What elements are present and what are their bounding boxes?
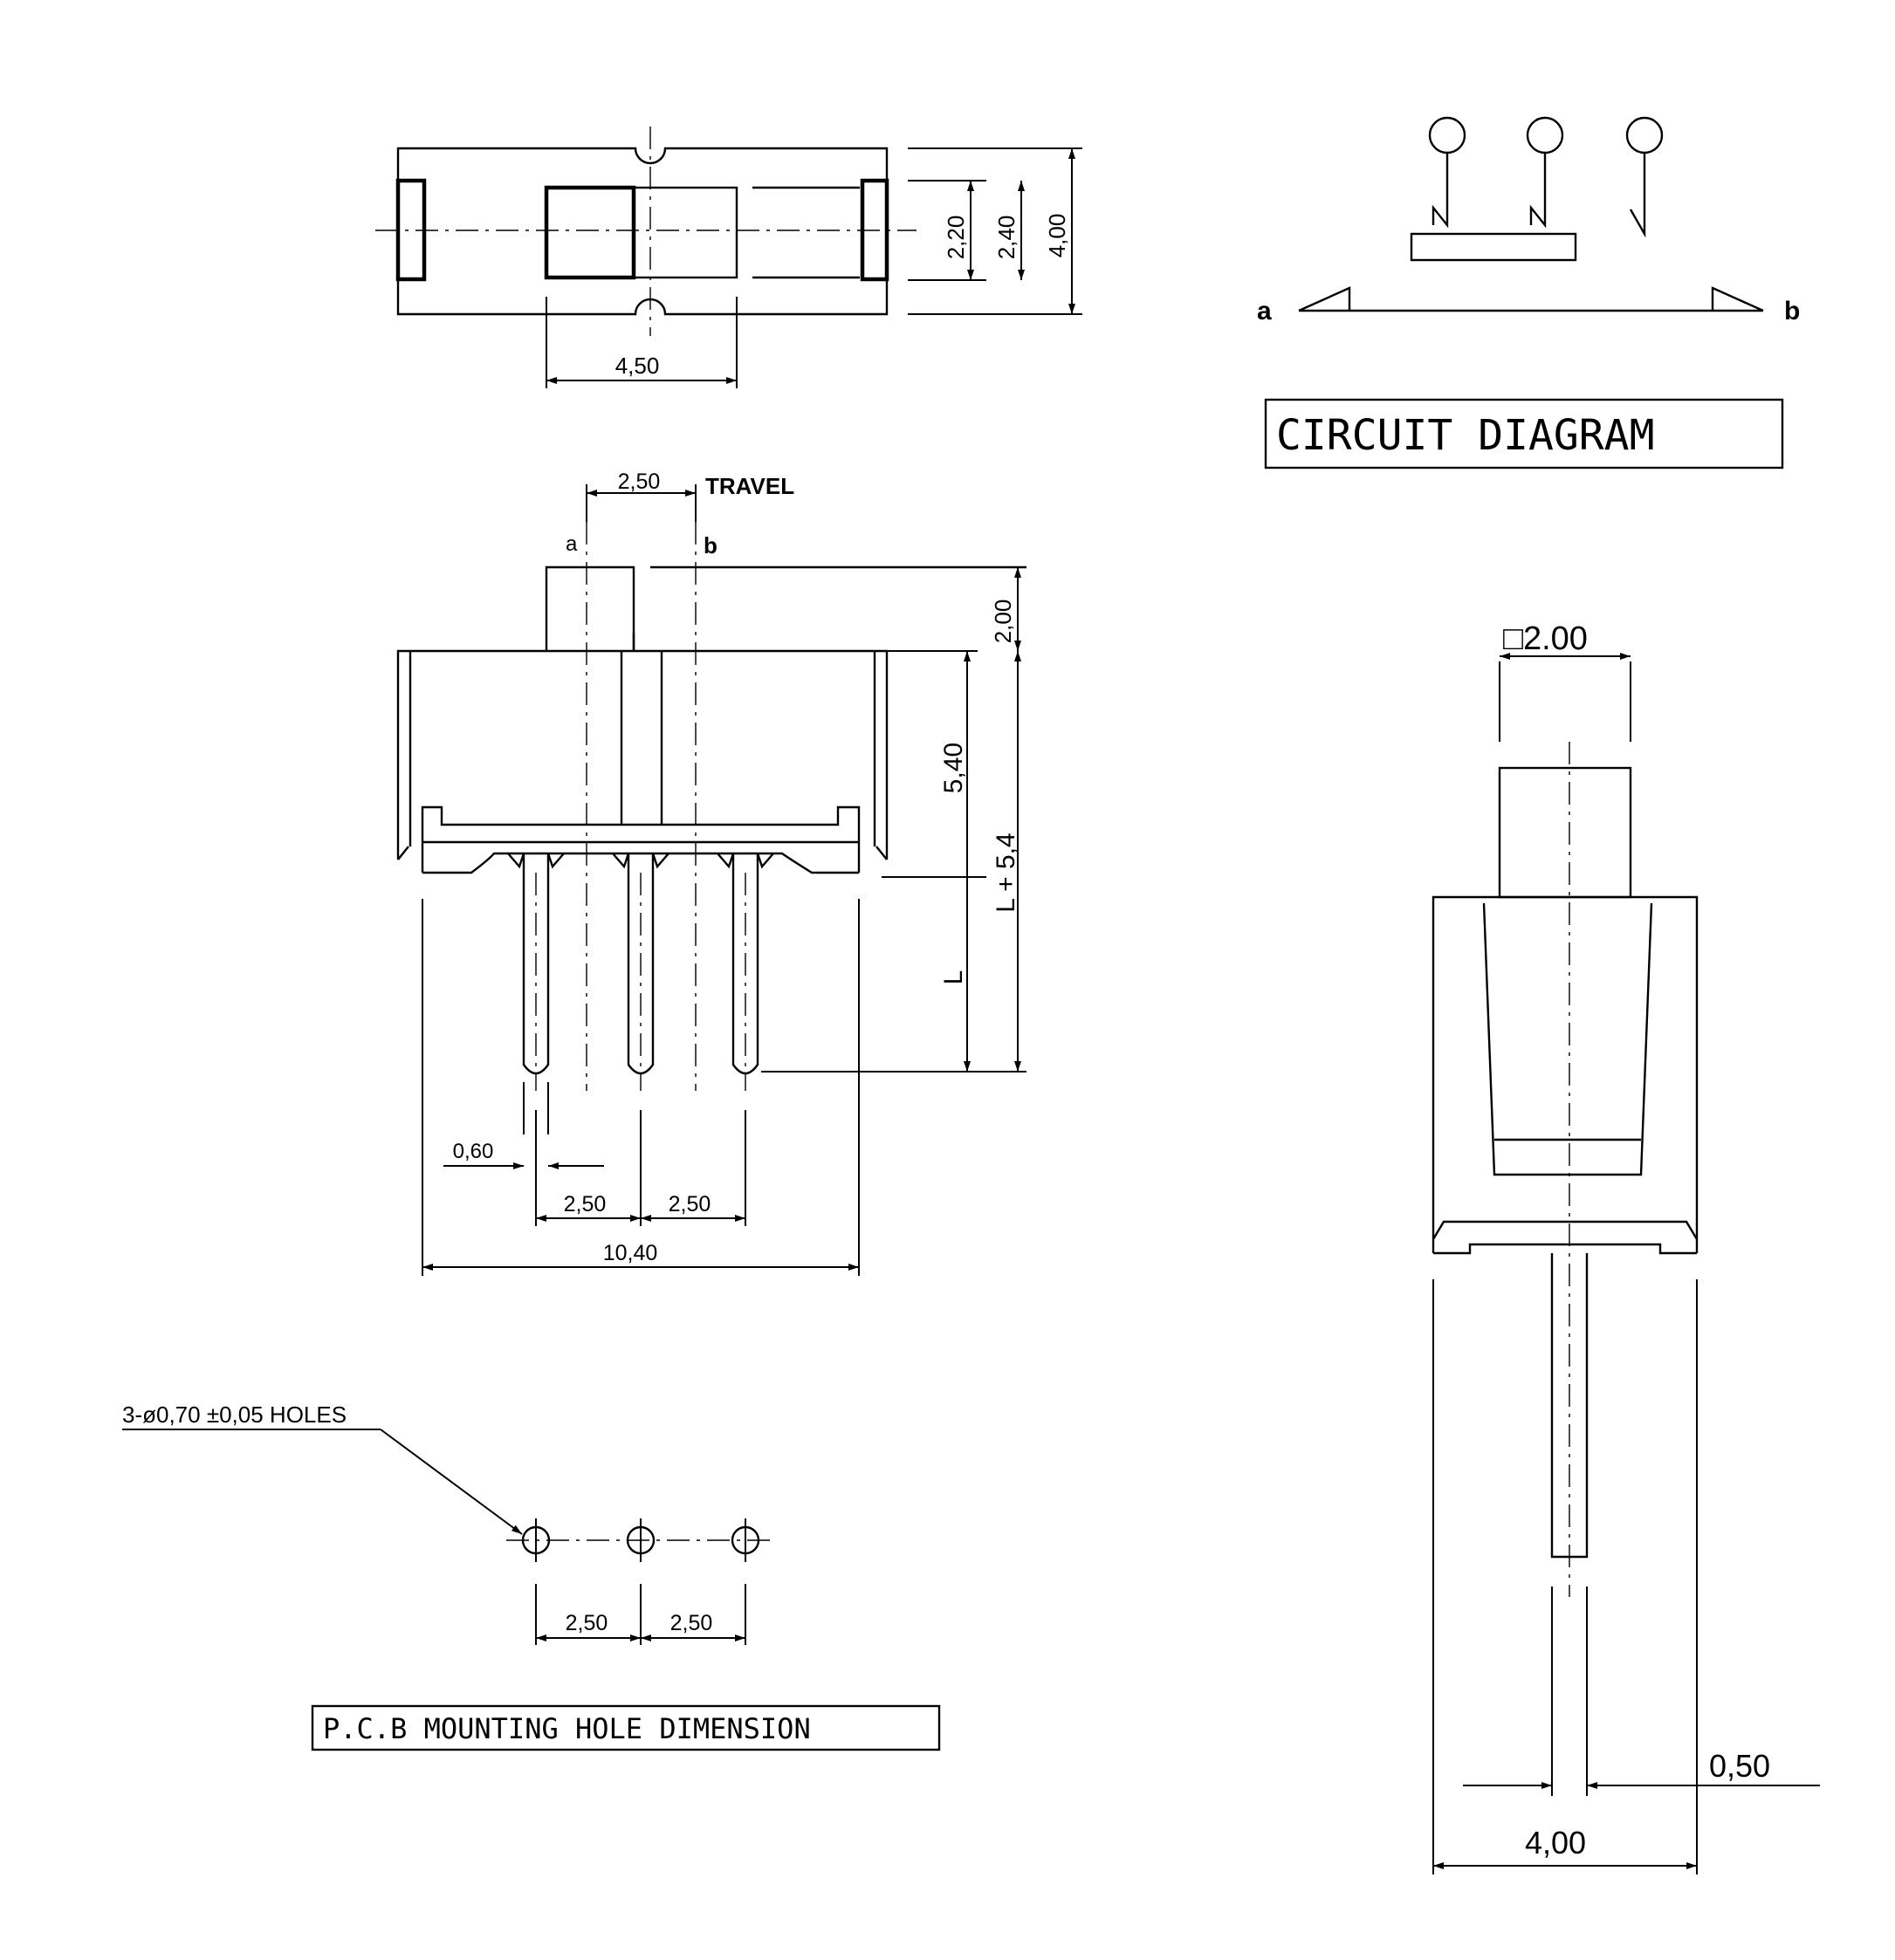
pcb-title-box [311,1704,941,1751]
top-dim-width: 4,50 [615,353,660,379]
side-view-body [1432,766,1699,1559]
slider-contact [1410,232,1577,262]
circuit-title: CIRCUIT DIAGRAM [1276,411,1654,460]
terminal-3 [1625,116,1664,238]
top-dim-240: 2,40 [993,216,1020,260]
terminal-2 [1526,116,1564,229]
top-view: 2,20 2,40 4,00 4,50 [375,127,1082,388]
travel-value: 2,50 [618,469,661,494]
circuit-label-a: a [1257,297,1272,326]
circuit-title-box [1264,398,1784,469]
hole-1 [521,1518,551,1562]
end-marker-a [1298,286,1351,312]
holes-label: 3-ø0,70 ±0,05 HOLES [122,1401,347,1428]
circuit-diagram: a b CIRCUIT DIAGRAM [1257,116,1800,469]
dim-l: L [939,970,968,985]
dim-pitch-1: 2,50 [564,1192,607,1216]
hole-2 [626,1518,656,1562]
front-view: 2,50 TRAVEL a b [396,469,1026,1276]
circuit-label-b: b [1784,297,1800,326]
dim-pin-width: 0,60 [453,1140,494,1163]
dim-540: 5,40 [939,743,968,793]
dim-side-400: 4,00 [1525,1825,1586,1861]
dim-square: □2.00 [1503,620,1588,657]
end-marker-b [1711,286,1764,312]
pcb-hole-pattern: 3-ø0,70 ±0,05 HOLES 2,50 2,50 P.C.B MOUN… [122,1401,941,1751]
dim-l-plus: L + 5,4 [992,833,1020,912]
top-dim-400: 4,00 [1044,214,1070,258]
dim-total-width: 10,40 [603,1241,658,1265]
dim-pitch-2: 2,50 [669,1192,711,1216]
position-a-label: a [566,532,578,556]
dim-200: 2,00 [990,600,1016,644]
side-view: □2.00 0,50 4,00 [1432,620,1820,1874]
pcb-pitch-1: 2,50 [566,1611,608,1635]
travel-label: TRAVEL [705,473,794,499]
position-b-label: b [704,532,717,559]
hole-3 [731,1518,760,1562]
terminal-1 [1428,116,1466,229]
top-dim-220: 2,20 [943,216,969,260]
front-view-body [396,565,1026,1075]
dim-pin-050: 0,50 [1709,1748,1770,1784]
pcb-pitch-2: 2,50 [670,1611,713,1635]
top-view-body [395,147,889,316]
pcb-title: P.C.B MOUNTING HOLE DIMENSION [323,1712,811,1745]
